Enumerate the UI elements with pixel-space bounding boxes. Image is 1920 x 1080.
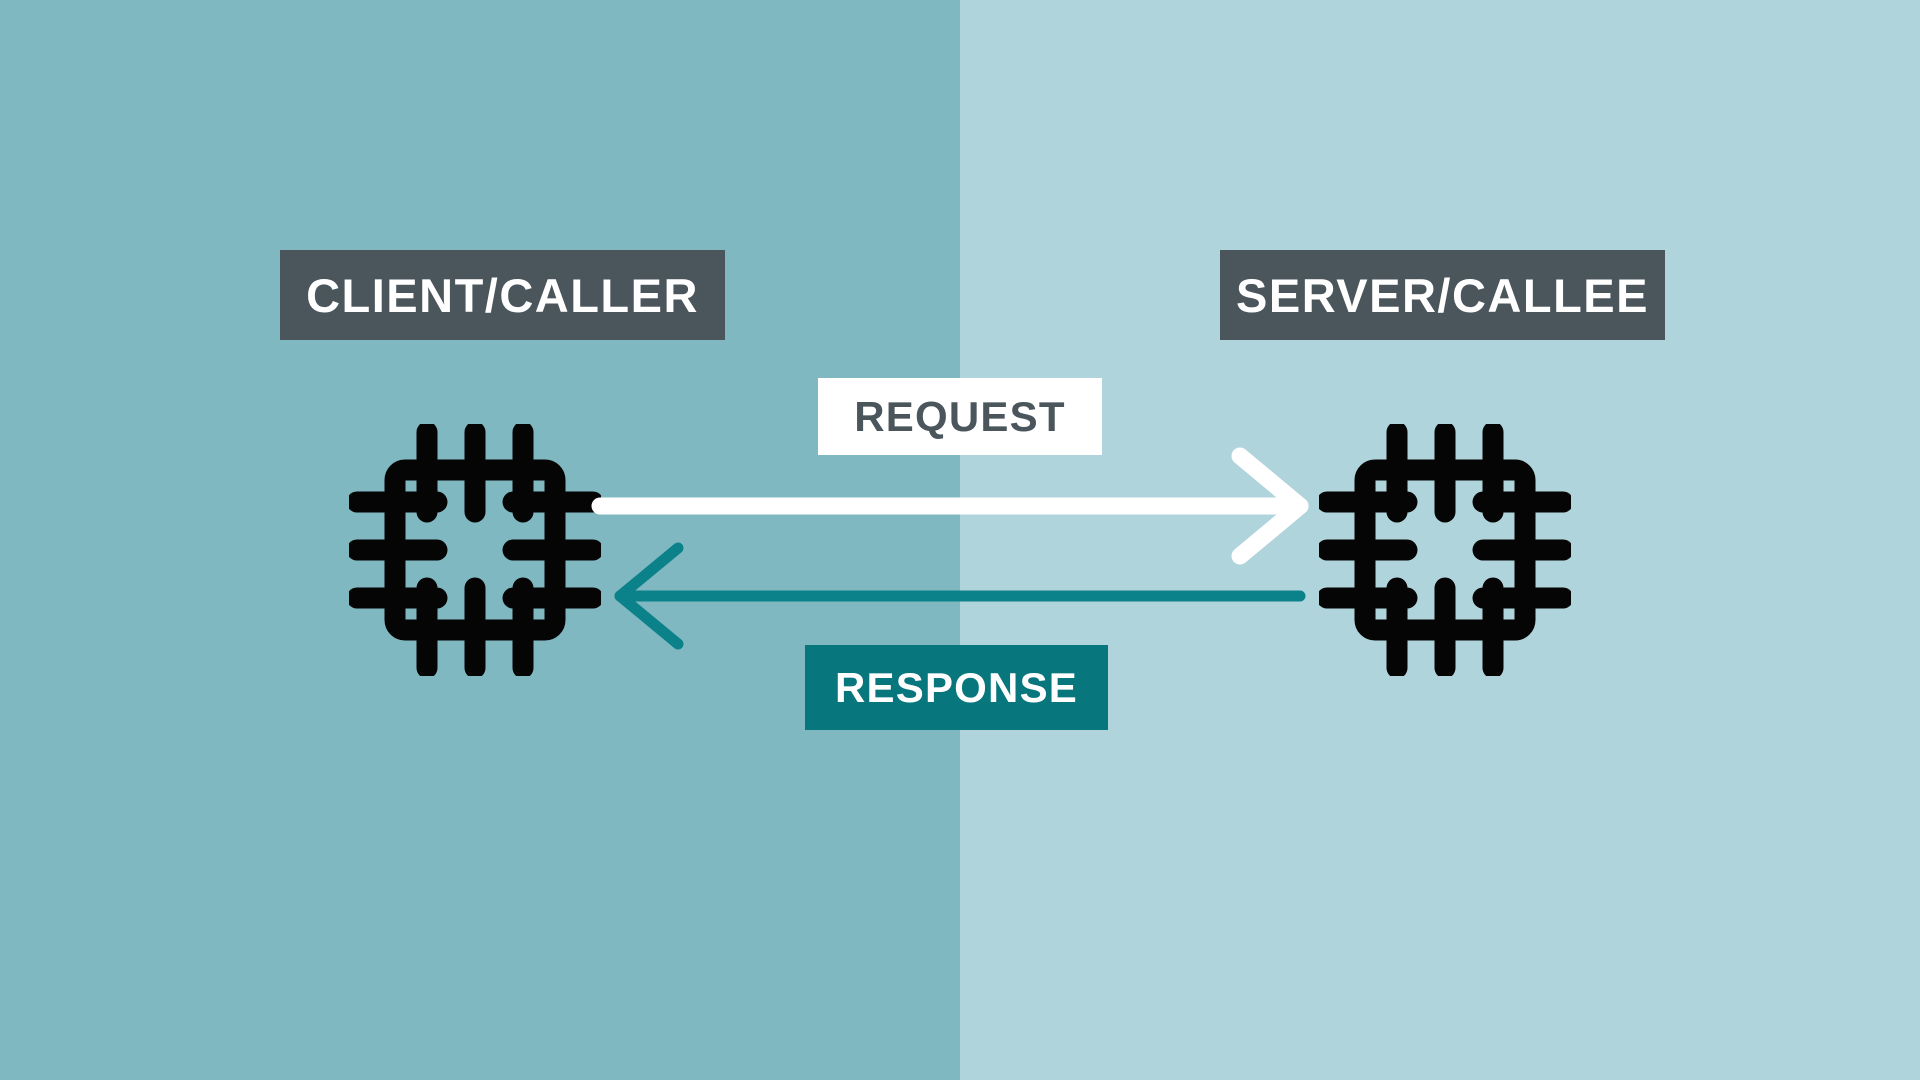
server-cpu-chip-icon [1319,424,1571,676]
server-role-label: SERVER/CALLEE [1220,250,1665,340]
server-role-label-text: SERVER/CALLEE [1236,268,1649,322]
background-left-client-zone [0,0,960,1080]
request-message-label: REQUEST [818,378,1102,455]
response-message-label-text: RESPONSE [835,663,1078,711]
client-role-label-text: CLIENT/CALLER [306,268,699,322]
request-arrow-right [591,447,1309,565]
request-message-label-text: REQUEST [854,392,1066,440]
background-right-server-zone [960,0,1920,1080]
request-arrow-head [1231,447,1309,565]
response-arrow-left [614,542,1306,650]
response-arrow-head [614,542,684,650]
client-chip-body [384,459,566,641]
client-role-label: CLIENT/CALLER [280,250,725,340]
response-message-label: RESPONSE [805,645,1108,730]
client-cpu-chip-icon [349,424,601,676]
server-chip-body [1354,459,1536,641]
